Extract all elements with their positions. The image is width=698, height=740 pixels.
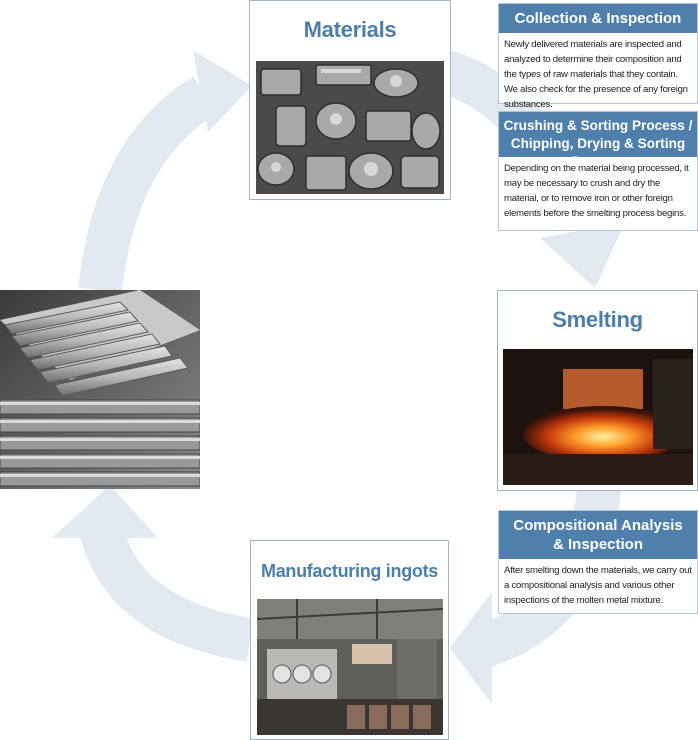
crushing-sorting-heading-line1: Crushing & Sorting Process /: [503, 118, 693, 133]
smelting-stage: Smelting: [497, 290, 698, 491]
compositional-analysis-heading-line1: Compositional Analysis: [513, 517, 683, 534]
materials-stage: Materials: [249, 0, 451, 200]
ingots-title: Manufacturing ingots: [261, 561, 438, 581]
compositional-analysis-heading: Compositional Analysis & Inspection: [499, 511, 697, 559]
crushing-sorting-text: Depending on the material being processe…: [504, 163, 689, 219]
arrow-arc-bottom-left: [78, 519, 254, 662]
smelting-title: Smelting: [552, 307, 643, 332]
materials-title: Materials: [303, 17, 397, 42]
arrowhead-up-left: [52, 485, 158, 538]
crushing-sorting-heading-line2: Chipping, Drying & Sorting Process: [510, 136, 686, 169]
scrap-metal-illustration: [256, 61, 444, 194]
ingot-casting-photo: [257, 599, 443, 735]
collection-inspection-box: Collection & Inspection Newly delivered …: [498, 3, 698, 110]
arrowhead-down-right: [540, 222, 625, 288]
collection-inspection-heading: Collection & Inspection: [499, 4, 697, 33]
scrap-metal-photo: [256, 61, 444, 194]
arrowhead-left-bottom: [450, 592, 492, 704]
furnace-illustration: [503, 349, 693, 485]
ingots-stage: Manufacturing ingots: [250, 540, 449, 740]
compositional-analysis-text: After smelting down the materials, we ca…: [504, 565, 692, 606]
furnace-photo: [503, 349, 693, 485]
compositional-analysis-heading-line2: & Inspection: [552, 536, 643, 553]
collection-inspection-text: Newly delivered materials are inspected …: [504, 39, 688, 110]
stacked-ingots-photo: [0, 290, 200, 489]
arrow-arc-top-left: [78, 76, 217, 293]
ingot-casting-illustration: [257, 599, 443, 735]
arrowhead-right-top: [193, 50, 252, 132]
crushing-sorting-heading: Crushing & Sorting Process / Chipping, D…: [499, 112, 697, 169]
stacked-ingots-illustration: [0, 290, 200, 489]
crushing-sorting-box: Crushing & Sorting Process / Chipping, D…: [498, 111, 698, 231]
compositional-analysis-box: Compositional Analysis & Inspection Afte…: [498, 510, 698, 614]
